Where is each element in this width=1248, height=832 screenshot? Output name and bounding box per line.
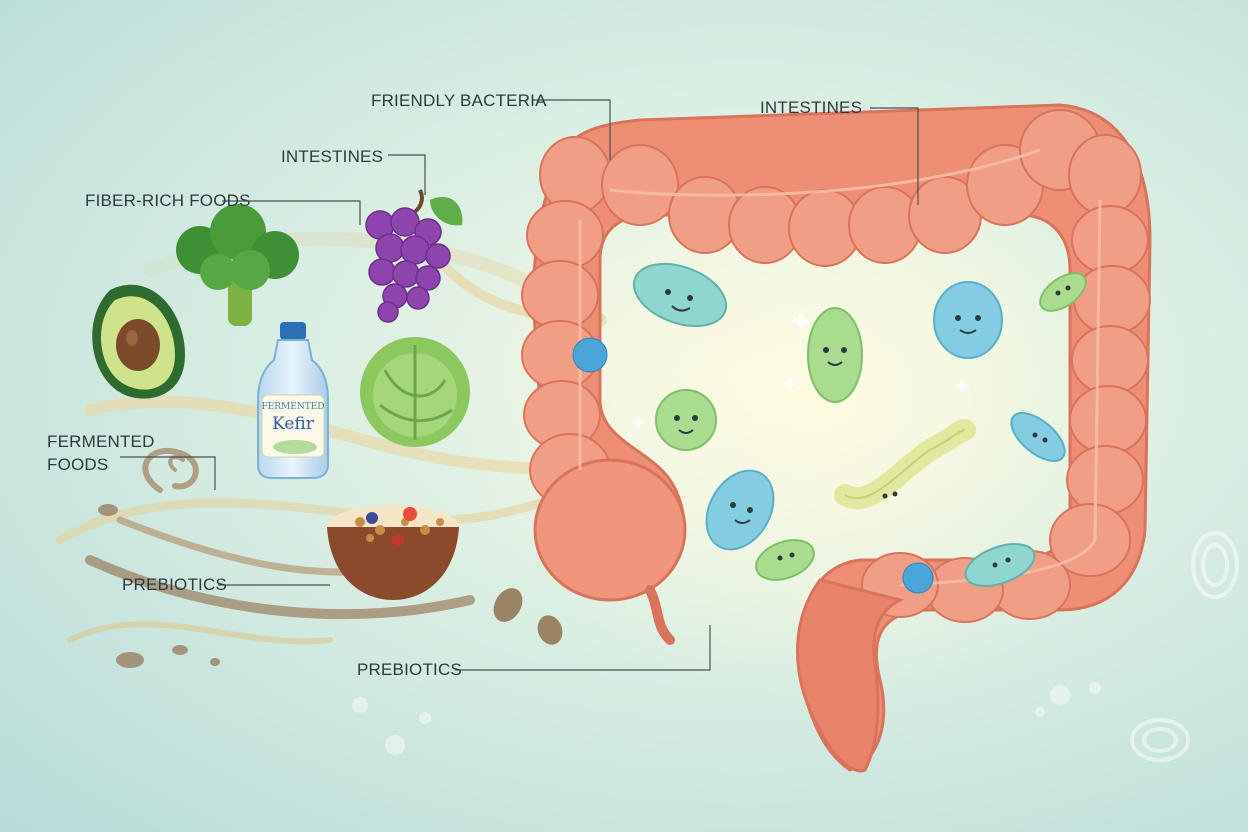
brown-drops	[98, 504, 220, 668]
friendly-bacteria	[631, 262, 1087, 587]
decor-bubbles	[352, 682, 1101, 755]
large-intestine	[521, 103, 1152, 773]
label-intestines-left: INTESTINES	[281, 147, 384, 166]
bacterium-green-7	[755, 539, 815, 581]
label-fermented-foods-line1: FERMENTED	[47, 432, 155, 451]
bacterium-worm-6	[834, 419, 976, 510]
bacterium-blue-8	[1010, 412, 1066, 462]
bacterium-green-4	[655, 389, 717, 451]
label-friendly-bacteria: FRIENDLY BACTERIA	[371, 91, 547, 110]
bacterium-green-9	[1039, 272, 1087, 312]
leader-lines	[120, 99, 919, 671]
avocado-icon	[92, 284, 185, 399]
bacterium-blue-3	[933, 281, 1003, 359]
bacterium-blue-5	[705, 469, 775, 551]
label-fiber-rich-foods: FIBER-RICH FOODS	[85, 191, 251, 210]
grapes-icon	[365, 189, 463, 323]
cereal-bowl-icon	[327, 505, 459, 600]
leaf-icon	[493, 588, 563, 645]
label-prebiotics-bottom: PREBIOTICS	[357, 660, 462, 679]
cabbage-icon	[360, 337, 470, 447]
bacterium-teal-1	[632, 262, 728, 328]
label-fermented-foods-line2: FOODS	[47, 455, 109, 474]
bacterium-teal-10	[964, 543, 1036, 587]
label-prebiotics-left: PREBIOTICS	[122, 575, 227, 594]
kefir-bottle-icon	[257, 322, 329, 479]
kefir-brand-label: FERMENTED	[261, 402, 325, 412]
broccoli-icon	[176, 204, 299, 326]
decor-rings	[1130, 531, 1239, 762]
label-intestines-top: INTESTINES	[760, 98, 863, 117]
bacterium-green-2	[807, 307, 863, 403]
kefir-product-label: Kefir	[272, 414, 314, 434]
